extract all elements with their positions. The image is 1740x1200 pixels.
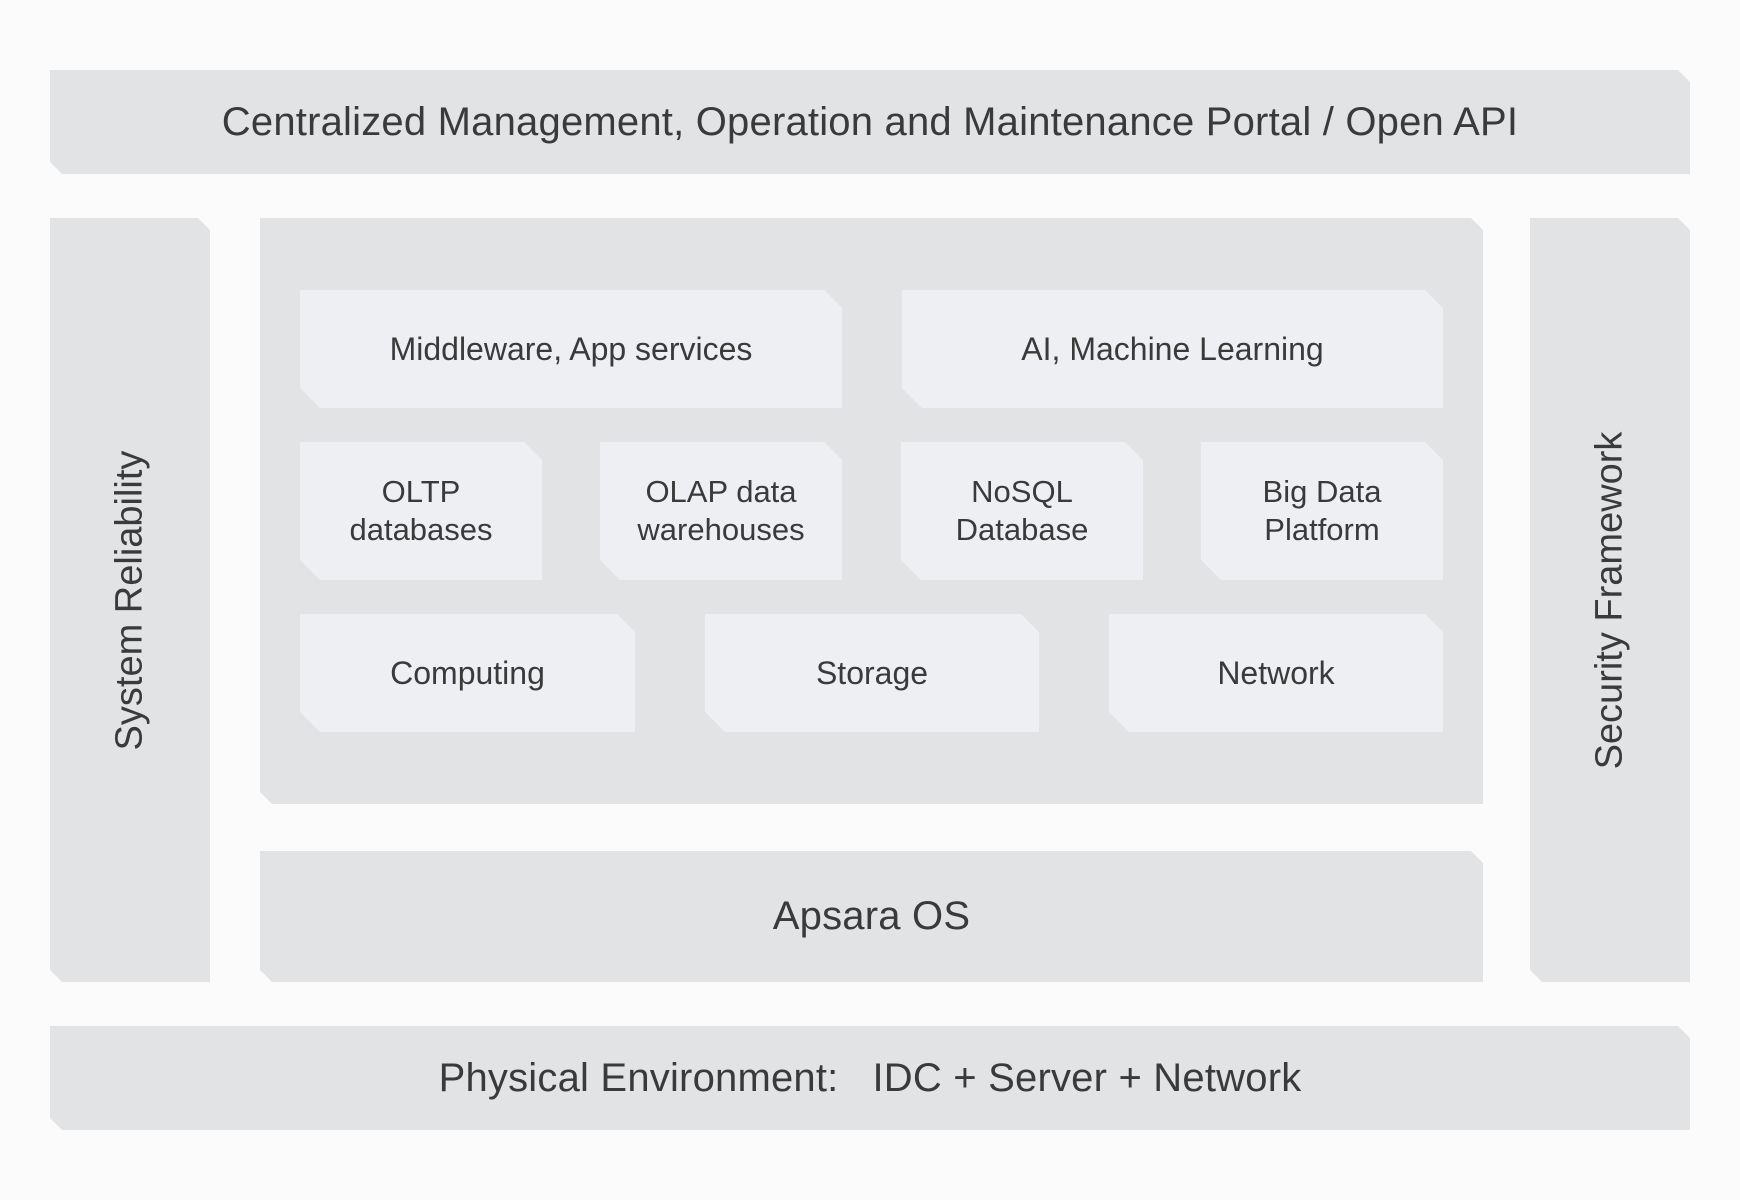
oltp-databases-label: OLTP databases	[349, 474, 493, 547]
management-portal-layer: Centralized Management, Operation and Ma…	[50, 70, 1690, 174]
computing-block: Computing	[300, 614, 635, 732]
management-portal-label: Centralized Management, Operation and Ma…	[221, 99, 1519, 144]
apsara-os-layer: Apsara OS	[260, 851, 1483, 982]
apsara-os-label: Apsara OS	[772, 894, 971, 938]
network-block: Network	[1109, 614, 1443, 732]
storage-block: Storage	[705, 614, 1039, 732]
computing-label: Computing	[390, 654, 545, 691]
olap-data-warehouses-block: OLAP data warehouses	[600, 442, 842, 580]
nosql-database-block: NoSQL Database	[901, 442, 1143, 580]
middleware-app-services-label: Middleware, App services	[389, 330, 753, 367]
system-reliability-pillar: System Reliability	[50, 218, 210, 982]
security-framework-label: Security Framework	[1588, 431, 1631, 769]
oltp-databases-block: OLTP databases	[300, 442, 542, 580]
big-data-platform-block: Big Data Platform	[1201, 442, 1443, 580]
network-label: Network	[1217, 654, 1335, 691]
physical-environment-label: Physical Environment: IDC + Server + Net…	[438, 1055, 1302, 1100]
nosql-database-label: NoSQL Database	[955, 474, 1089, 547]
physical-environment-layer: Physical Environment: IDC + Server + Net…	[50, 1026, 1690, 1130]
security-framework-pillar: Security Framework	[1530, 218, 1690, 982]
big-data-platform-label: Big Data Platform	[1262, 474, 1382, 547]
system-reliability-label: System Reliability	[108, 450, 151, 750]
ai-machine-learning-label: AI, Machine Learning	[1021, 330, 1324, 367]
storage-label: Storage	[815, 654, 929, 691]
middleware-app-services-block: Middleware, App services	[300, 290, 842, 408]
olap-data-warehouses-label: OLAP data warehouses	[637, 474, 805, 547]
ai-machine-learning-block: AI, Machine Learning	[902, 290, 1443, 408]
